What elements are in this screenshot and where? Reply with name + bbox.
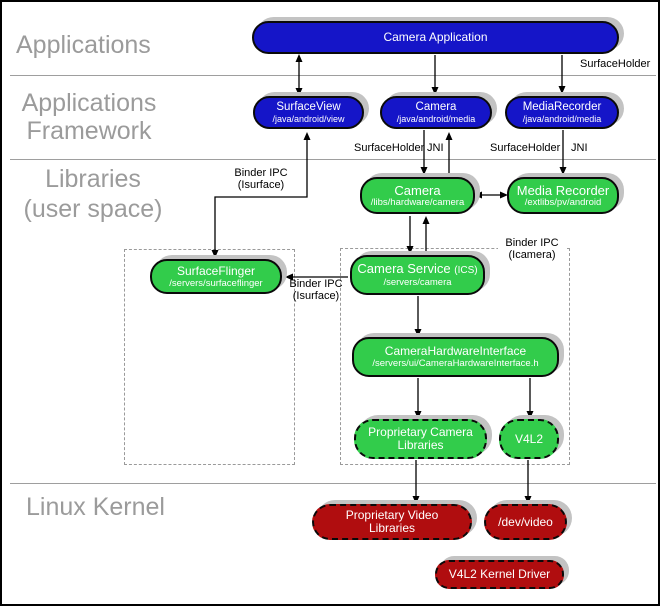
- layer-label-libraries-line2: (user space): [23, 195, 163, 223]
- v4l2-title: V4L2: [514, 431, 544, 446]
- proprietary-camera-libraries-node: Proprietary Camera Libraries: [354, 419, 487, 459]
- camera-hardware-interface-path: /servers/ui/CameraHardwareInterface.h: [372, 358, 539, 369]
- camera-lib-path: /libs/hardware/camera: [370, 196, 465, 208]
- binder-ipc-isurface-mid-line2: (Isurface): [292, 290, 340, 302]
- mediarecorder-java-title: MediaRecorder: [522, 100, 602, 113]
- surfaceholder-label-media: SurfaceHolder: [490, 142, 561, 154]
- media-recorder-lib-title: Media Recorder: [516, 182, 610, 198]
- layer-label-linux-kernel: Linux Kernel: [26, 493, 165, 521]
- separator-applications-framework: [10, 75, 656, 76]
- proprietary-video-libraries-title: Proprietary Video Libraries: [345, 508, 439, 535]
- layer-label-applications: Applications: [16, 31, 151, 59]
- camera-service-path: /servers/camera: [383, 277, 452, 288]
- camera-lib-node: Camera /libs/hardware/camera: [360, 177, 475, 214]
- binder-ipc-isurface-mid-line1: Binder IPC: [289, 278, 343, 290]
- dev-video-node: /dev/video: [484, 504, 567, 540]
- mediarecorder-java-node: MediaRecorder /java/android/media: [505, 96, 619, 129]
- dev-video-title: /dev/video: [498, 514, 553, 529]
- v4l2-kernel-driver-title: V4L2 Kernel Driver: [448, 567, 551, 581]
- camera-service-title-main: Camera Service: [357, 261, 451, 276]
- binder-ipc-icamera-line2: (Icamera): [508, 249, 556, 261]
- separator-libraries-kernel: [10, 483, 656, 484]
- arrow-proprietarycamlibs-propvideolibs: [412, 460, 420, 504]
- binder-ipc-icamera-line1: Binder IPC: [505, 237, 559, 249]
- surfaceholder-label-top: SurfaceHolder: [580, 58, 651, 70]
- surfaceflinger-path: /servers/surfaceflinger: [169, 277, 263, 289]
- jni-label-media: JNI: [571, 142, 588, 154]
- surfaceview-path: /java/android/view: [272, 113, 345, 124]
- camera-service-node: Camera Service (ICS) /servers/camera: [350, 255, 485, 295]
- arrow-cameralib-camerajava-up: [445, 132, 453, 176]
- media-recorder-lib-path: /extlibs/pv/android: [524, 196, 602, 208]
- surfaceflinger-node: SurfaceFlinger /servers/surfaceflinger: [150, 259, 282, 294]
- camera-service-process-dashed-box: [340, 248, 570, 465]
- layer-label-libraries: Libraries(user space): [8, 164, 178, 224]
- surfaceview-title: SurfaceView: [276, 100, 341, 113]
- proprietary-camera-libraries-title: Proprietary Camera Libraries: [368, 425, 473, 452]
- surfaceview-node: SurfaceView /java/android/view: [253, 96, 364, 129]
- surfaceflinger-title: SurfaceFlinger: [176, 263, 256, 278]
- layer-label-framework-line1: Applications: [21, 89, 157, 117]
- jni-label-camera: JNI: [427, 142, 444, 154]
- camera-java-title: Camera: [415, 100, 457, 113]
- camera-hardware-interface-title: CameraHardwareInterface: [384, 344, 527, 358]
- camera-lib-title: Camera: [394, 182, 441, 198]
- binder-ipc-isurface-top-line1: Binder IPC: [234, 167, 288, 179]
- v4l2-kernel-driver-node: V4L2 Kernel Driver: [435, 560, 564, 589]
- v4l2-node: V4L2: [499, 419, 559, 459]
- camera-application-title: Camera Application: [383, 30, 488, 44]
- arrow-v4l2-devvideo: [524, 460, 532, 504]
- binder-ipc-isurface-label-mid: Binder IPC (Isurface): [286, 278, 346, 302]
- mediarecorder-java-path: /java/android/media: [522, 113, 602, 124]
- media-recorder-lib-node: Media Recorder /extlibs/pv/android: [507, 177, 619, 214]
- arrow-mediarecorderjava-mediarecorderlib: [559, 130, 567, 175]
- camera-service-title: Camera Service (ICS): [357, 262, 477, 277]
- binder-ipc-isurface-label-top: Binder IPC (Isurface): [230, 167, 292, 191]
- surfaceholder-label-camera: SurfaceHolder: [354, 142, 425, 154]
- layer-label-libraries-line1: Libraries: [45, 165, 141, 193]
- arrow-cameralib-mediarecorderlib-bidi: [474, 191, 508, 199]
- camera-java-path: /java/android/media: [396, 113, 476, 124]
- camera-application-node: Camera Application: [252, 21, 619, 54]
- camera-java-node: Camera /java/android/media: [380, 96, 492, 129]
- binder-ipc-icamera-label: Binder IPC (Icamera): [498, 237, 566, 261]
- camera-hardware-interface-node: CameraHardwareInterface /servers/ui/Came…: [352, 337, 559, 377]
- surfaceflinger-process-dashed-box: [124, 249, 295, 465]
- camera-service-title-suffix: (ICS): [454, 265, 478, 276]
- binder-ipc-isurface-top-line2: (Isurface): [237, 179, 285, 191]
- proprietary-video-libraries-node: Proprietary Video Libraries: [312, 504, 472, 540]
- layer-label-framework-line2: Framework: [26, 117, 152, 145]
- arrow-surfaceview-surfaceflinger-elbow: [211, 132, 311, 258]
- separator-framework-libraries: [10, 159, 656, 160]
